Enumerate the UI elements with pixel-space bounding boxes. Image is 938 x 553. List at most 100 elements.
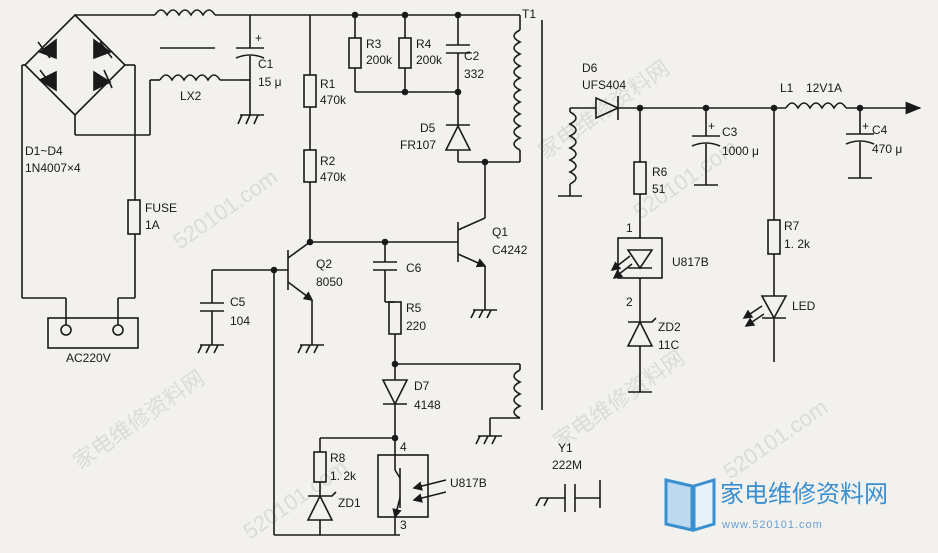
d5-diode <box>444 92 485 163</box>
label-r2-val: 470k <box>320 170 347 184</box>
label-c4-plus: + <box>862 119 869 133</box>
circuit <box>21 9 922 536</box>
zd2-zener <box>626 296 657 393</box>
label-r4: R4 <box>416 37 432 51</box>
label-fuse: FUSE <box>145 201 177 215</box>
label-r3-val: 200k <box>366 53 393 67</box>
label-c2-val: 332 <box>464 67 484 81</box>
r7-resistor <box>767 219 781 255</box>
label-zd1: ZD1 <box>338 496 361 510</box>
c4-capacitor <box>845 108 875 179</box>
label-pin1: 1 <box>626 221 633 235</box>
watermark-url: 520101.com <box>719 394 833 484</box>
bridge-rectifier <box>21 13 155 298</box>
label-r5: R5 <box>406 301 422 315</box>
watermark-layer: 520101.com 家电维修资料网 520101.com 家电维修资料网 52… <box>69 55 833 544</box>
site-logo: 家电维修资料网 www.520101.com <box>664 477 888 533</box>
r5-resistor <box>388 301 402 335</box>
lx2-choke <box>150 9 520 82</box>
watermark-url: 520101.com <box>239 454 353 544</box>
c3-capacitor <box>691 108 721 186</box>
label-c1-val: 15 μ <box>258 75 282 89</box>
label-r7-val: 1. 2k <box>784 237 811 251</box>
label-r7: R7 <box>784 219 800 233</box>
label-opto-bottom: U817B <box>450 476 487 490</box>
label-r2: R2 <box>320 154 336 168</box>
label-ac: AC220V <box>66 351 111 365</box>
label-c3-val: 1000 μ <box>722 144 759 158</box>
q2-transistor <box>212 241 324 535</box>
label-pin4: 4 <box>400 440 407 454</box>
r3-resistor <box>348 37 362 69</box>
c1-capacitor <box>235 15 265 125</box>
optocoupler-led <box>610 237 663 296</box>
label-r1: R1 <box>320 77 336 91</box>
watermark-text: 家电维修资料网 <box>549 345 690 454</box>
labels: D1~D4 1N4007×4 FUSE 1A AC220V LX2 + C1 1… <box>25 7 902 532</box>
c6-capacitor <box>373 242 397 302</box>
label-r8-val: 1. 2k <box>330 469 357 483</box>
label-c2: C2 <box>464 49 480 63</box>
label-d6-part: UFS404 <box>582 78 626 92</box>
label-r6-val: 51 <box>652 182 666 196</box>
label-r6: R6 <box>652 165 668 179</box>
label-y1-val: 222M <box>552 458 582 472</box>
label-d1-d4-part: 1N4007×4 <box>25 161 81 175</box>
label-r1-val: 470k <box>320 93 347 107</box>
label-led: LED <box>792 299 816 313</box>
ac-connector <box>22 297 139 349</box>
label-zd2: ZD2 <box>658 320 681 334</box>
label-t1: T1 <box>522 7 536 21</box>
label-d6: D6 <box>582 61 598 75</box>
label-d1-d4: D1~D4 <box>25 144 63 158</box>
label-c1: C1 <box>258 57 274 71</box>
label-d5-part: FR107 <box>400 138 436 152</box>
label-c1-plus: + <box>255 31 262 45</box>
label-c4: C4 <box>872 123 888 137</box>
t1-secondary <box>558 107 596 197</box>
label-d5: D5 <box>420 121 436 135</box>
label-d7-part: 4148 <box>414 398 441 412</box>
r4-resistor <box>398 37 412 69</box>
label-pin2: 2 <box>626 295 633 309</box>
label-l1: L1 <box>780 81 794 95</box>
r2-resistor <box>303 149 317 183</box>
label-out: 12V1A <box>806 81 842 95</box>
logo-name: 家电维修资料网 <box>720 481 888 508</box>
label-lx2: LX2 <box>180 89 202 103</box>
fuse <box>127 199 141 235</box>
logo-url: www.520101.com <box>721 519 823 531</box>
watermark-text: 家电维修资料网 <box>534 55 675 164</box>
label-y1: Y1 <box>558 441 573 455</box>
watermark-url: 520101.com <box>169 164 283 254</box>
r1-resistor <box>303 74 317 108</box>
label-r4-val: 200k <box>416 53 443 67</box>
t1-primary <box>481 15 543 410</box>
l1-inductor <box>785 96 847 110</box>
label-pin3: 3 <box>400 518 407 532</box>
label-r5-val: 220 <box>406 319 426 333</box>
label-r8: R8 <box>330 451 346 465</box>
logo-mark-icon <box>664 477 716 533</box>
label-d7: D7 <box>414 379 430 393</box>
label-q2-part: 8050 <box>316 275 343 289</box>
label-q1-part: C4242 <box>492 243 528 257</box>
label-zd2-val: 11C <box>658 338 679 352</box>
label-c3-plus: + <box>708 119 715 133</box>
d7-diode <box>381 364 409 438</box>
label-c5: C5 <box>230 295 246 309</box>
t1-aux-winding <box>475 364 522 445</box>
r6-resistor <box>633 161 647 195</box>
label-fuse-val: 1A <box>145 218 160 232</box>
label-r3: R3 <box>366 37 382 51</box>
zd1-zener <box>306 491 337 535</box>
label-c4-val: 470 μ <box>872 142 902 156</box>
label-c6: C6 <box>406 261 422 275</box>
c2-capacitor <box>446 15 470 92</box>
y1-capacitor <box>535 480 601 512</box>
label-c3: C3 <box>722 125 738 139</box>
led-indicator <box>742 295 788 362</box>
q1-transistor <box>310 217 497 319</box>
label-c5-val: 104 <box>230 314 250 328</box>
